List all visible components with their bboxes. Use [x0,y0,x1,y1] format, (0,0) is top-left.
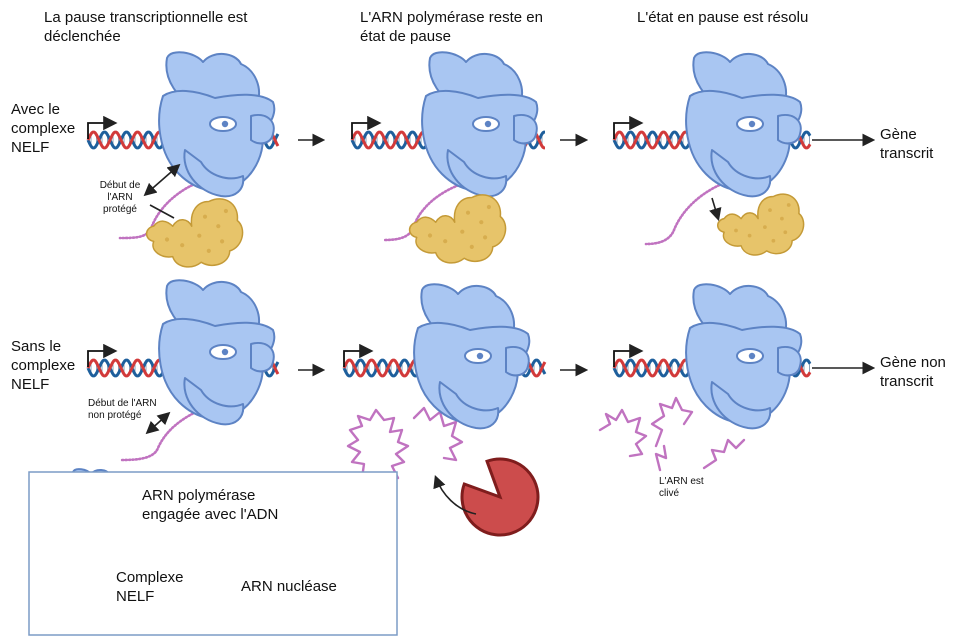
promoter-arrow-with-1 [87,115,118,139]
header-pause-maintained: L'ARN polymérase reste en état de pause [360,9,543,45]
nuclease-attack-arrow [433,475,477,515]
rna-fragment-without-3d [702,438,746,470]
legend-box [28,471,398,636]
legend-nuclease-label: ARN nucléase [241,578,337,595]
promoter-arrow-without-3 [613,343,644,367]
rna-start-unprotected-label: Début de l'ARN non protégé [88,398,157,421]
promoter-arrow-without-2 [343,343,374,367]
legend-polymerase-label: ARN polymérase engagée avec l'ADN [142,487,279,523]
protection-mark [149,204,175,219]
rna-with-3 [644,178,734,246]
outcome-gene-transcribed: Gène transcrit [880,126,934,162]
rna-cleaved-label: L'ARN est clivé [659,476,704,499]
polymerase-without-2 [413,283,531,430]
promoter-arrow-with-3 [613,115,644,139]
row-label-with-nelf: Avec le complexe NELF [11,101,76,156]
nelf-with-2 [408,194,507,264]
nelf-with-3 [716,193,805,256]
header-pause-resolved: L'état en pause est résolu [637,9,809,26]
row-label-without-nelf: Sans le complexe NELF [11,338,76,393]
rna-fragment-without-2b [412,406,464,462]
promoter-arrow-without-1 [87,343,118,367]
header-pause-triggered: La pause transcriptionnelle est déclench… [44,9,248,45]
nuclease-without [460,457,540,537]
rna-fragment-without-2a [346,408,410,488]
polymerase-with-1 [158,51,276,198]
rna-fragment-without-3b [650,396,694,448]
polymerase-without-3 [685,283,803,430]
promoter-arrow-with-2 [351,115,382,139]
rna-without-1 [120,406,207,462]
legend-nelf-label: Complexe NELF [116,569,184,605]
nelf-release-arrow [709,197,722,222]
rna-fragment-without-3a [598,408,648,458]
outcome-gene-not-transcribed: Gène non transcrit [880,354,946,390]
rna-start-arrow-without [145,411,171,435]
rna-start-arrow-with [143,163,181,197]
polymerase-without-1 [158,279,276,426]
rna-fragment-without-3c [654,444,668,472]
nelf-with-1 [145,198,244,268]
polymerase-with-3 [685,51,803,198]
rna-start-protected-label: Début de l'ARN protégé [99,180,141,215]
polymerase-with-2 [421,51,539,198]
